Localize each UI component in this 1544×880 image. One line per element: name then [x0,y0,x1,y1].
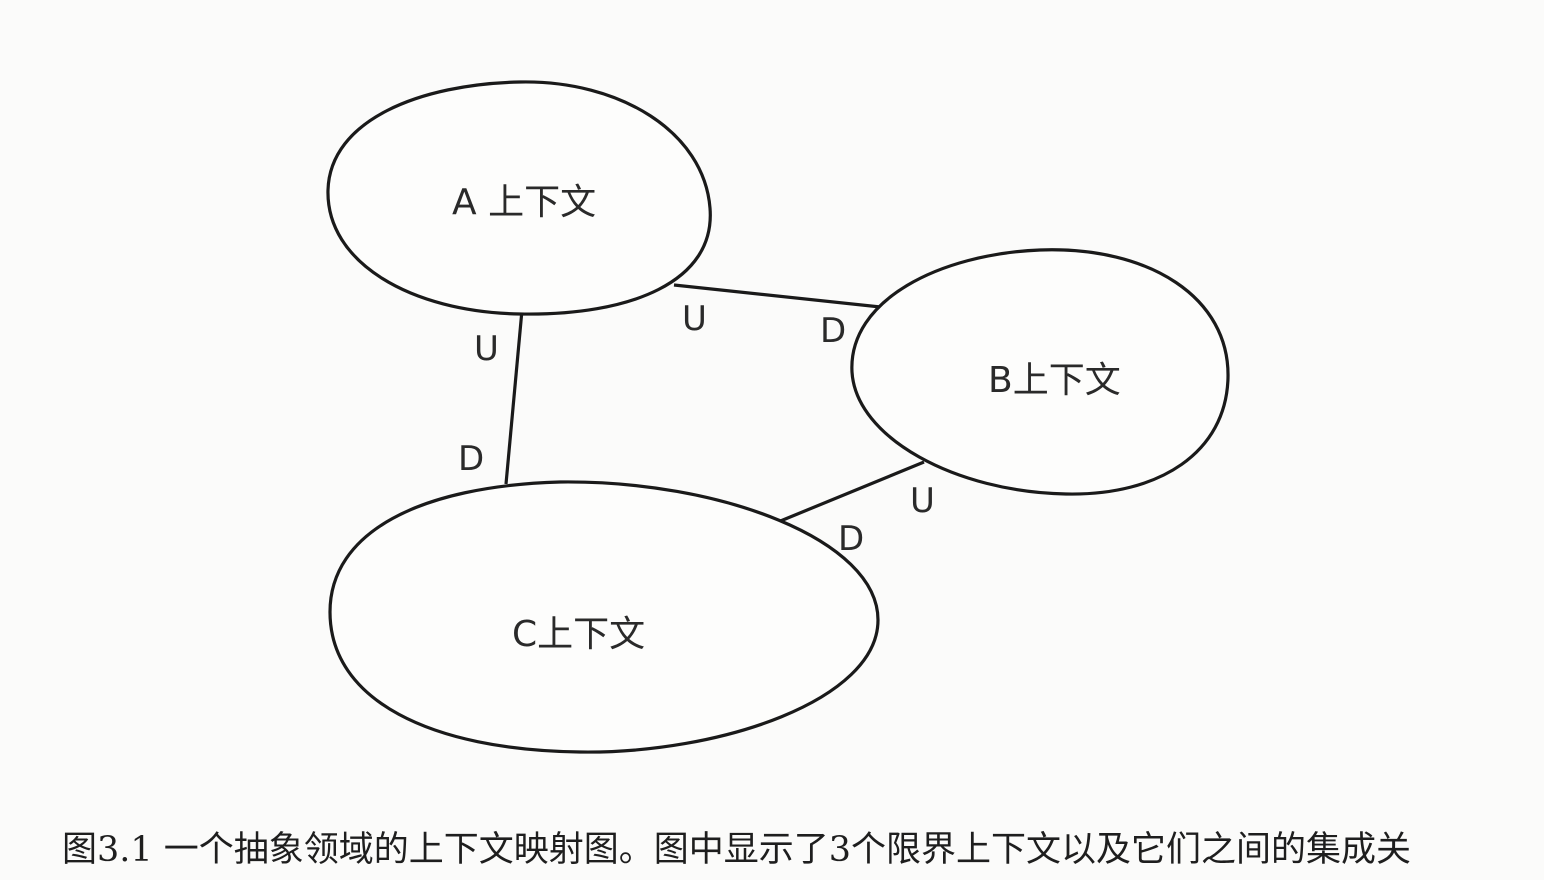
upstream-label-b-c: U [910,481,935,521]
downstream-label-b-c: D [838,519,864,559]
downstream-label-a-b: D [820,311,846,351]
link-b-c [777,460,925,524]
link-a-b [673,283,891,310]
link-a-c [504,309,524,485]
context-b-blob [850,248,1230,496]
figure-caption: 图3.1 一个抽象领域的上下文映射图。图中显示了3个限界上下文以及它们之间的集成… [62,830,1412,870]
downstream-label-a-c: D [458,439,484,479]
upstream-label-a-c: U [474,329,499,369]
context-b-label: B上下文 [988,360,1121,401]
context-c-blob [328,480,880,754]
context-a-label: A 上下文 [452,182,596,223]
upstream-label-a-b: U [682,299,707,339]
context-c-label: C上下文 [512,614,645,655]
context-a-blob [326,80,712,316]
